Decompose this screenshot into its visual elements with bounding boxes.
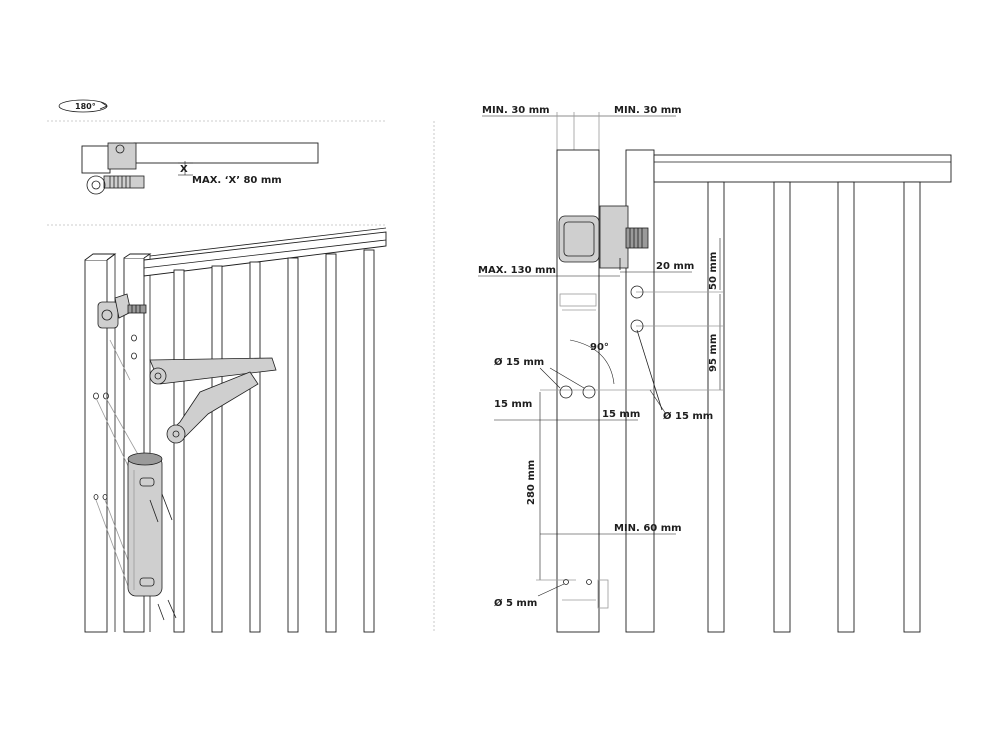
- w15-left-label: 15 mm: [494, 399, 532, 410]
- right-hinge-post: [625, 149, 655, 633]
- hole-middle: [630, 319, 644, 333]
- right-hinge-icon: [558, 205, 649, 270]
- hole-5-left: [563, 579, 569, 585]
- template-outline: [559, 293, 609, 609]
- hinge-icon: [97, 293, 147, 381]
- max-130-label: MAX. 130 mm: [478, 265, 556, 276]
- hinge-detail-top: [81, 142, 319, 195]
- d95-label: 95 mm: [708, 334, 719, 372]
- vertical-dimensions: [540, 238, 724, 391]
- hole-5-label: Ø 5 mm: [494, 597, 537, 609]
- left-panel: 180° X MAX. ‘X’ 80 mm: [47, 99, 387, 633]
- gate-pickets: [173, 249, 375, 633]
- d20-label: 20 mm: [656, 261, 694, 272]
- max-x-label: MAX. ‘X’ 80 mm: [192, 175, 282, 186]
- d280-label: 280 mm: [526, 460, 537, 505]
- hole-15-right-label: Ø 15 mm: [663, 410, 713, 422]
- hole-upper: [630, 285, 644, 299]
- x-marker: X: [180, 164, 188, 175]
- hole-5-right: [586, 579, 592, 585]
- angle-arc: [569, 339, 615, 385]
- d50-label: 50 mm: [708, 252, 719, 290]
- min-30-left-label: MIN. 30 mm: [482, 105, 550, 116]
- rotation-label: 180°: [75, 102, 96, 111]
- right-top-rail: [653, 154, 952, 183]
- gate-left-post: [84, 253, 117, 633]
- angle-90-label: 90°: [590, 342, 609, 353]
- hole-15-top-label: Ø 15 mm: [494, 356, 544, 368]
- hole-right: [582, 385, 596, 399]
- right-pickets: [707, 181, 921, 633]
- w15-right-label: 15 mm: [602, 409, 640, 420]
- closer-arm: [149, 357, 277, 444]
- right-panel: MIN. 30 mm MIN. 30 mm MAX. 130 mm: [478, 105, 952, 633]
- drill-holes: [93, 334, 137, 500]
- rotate-arrow-icon: [58, 99, 108, 113]
- min-30-right-label: MIN. 30 mm: [614, 105, 682, 116]
- door-closer-icon: [127, 452, 163, 597]
- screw-icon: [149, 493, 177, 621]
- min-60-label: MIN. 60 mm: [614, 523, 682, 534]
- assembly-guides: [95, 397, 141, 587]
- gate-top-rail: [143, 227, 387, 277]
- hole-left: [559, 385, 573, 399]
